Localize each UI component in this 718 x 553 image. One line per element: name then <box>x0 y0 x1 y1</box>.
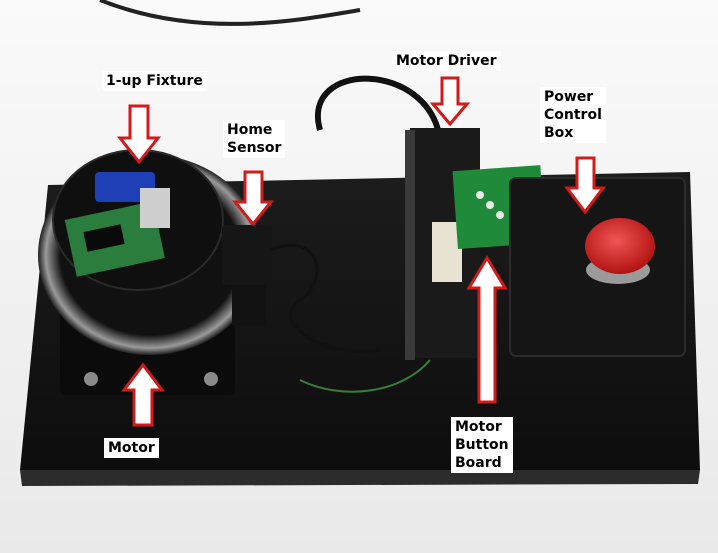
label-button-board: Motor Button Board <box>451 417 513 473</box>
base-plate-edge <box>20 470 700 486</box>
label-home-sensor: Home Sensor <box>223 120 286 158</box>
motor-screw-right <box>204 372 218 386</box>
driver-cable-loop <box>314 75 443 141</box>
motor-driver-heatsink <box>405 130 415 360</box>
button-board-led-2 <box>486 201 494 209</box>
motor-screw-left <box>84 372 98 386</box>
arrow-power-box <box>564 156 606 215</box>
sensor-cable <box>269 243 381 353</box>
label-motor-driver: Motor Driver <box>392 51 501 71</box>
label-fixture: 1-up Fixture <box>102 71 207 91</box>
button-board-led-1 <box>476 191 484 199</box>
fixture-oled <box>83 224 125 252</box>
green-wire <box>299 359 431 393</box>
label-motor: Motor <box>104 438 159 458</box>
top-cable <box>99 0 361 26</box>
annotation-arrows <box>116 76 606 427</box>
button-board-led-3 <box>496 211 504 219</box>
arrow-fixture <box>116 104 162 165</box>
arrow-motor-driver <box>429 76 471 127</box>
home-sensor-body <box>222 225 272 285</box>
arrow-button-board <box>466 255 508 404</box>
label-power-box: Power Control Box <box>540 87 606 143</box>
arrow-motor <box>120 362 166 427</box>
home-sensor-mount <box>232 285 266 325</box>
estop-button <box>585 218 655 274</box>
fixture-tab <box>140 188 170 228</box>
arrow-home-sensor <box>231 170 275 227</box>
